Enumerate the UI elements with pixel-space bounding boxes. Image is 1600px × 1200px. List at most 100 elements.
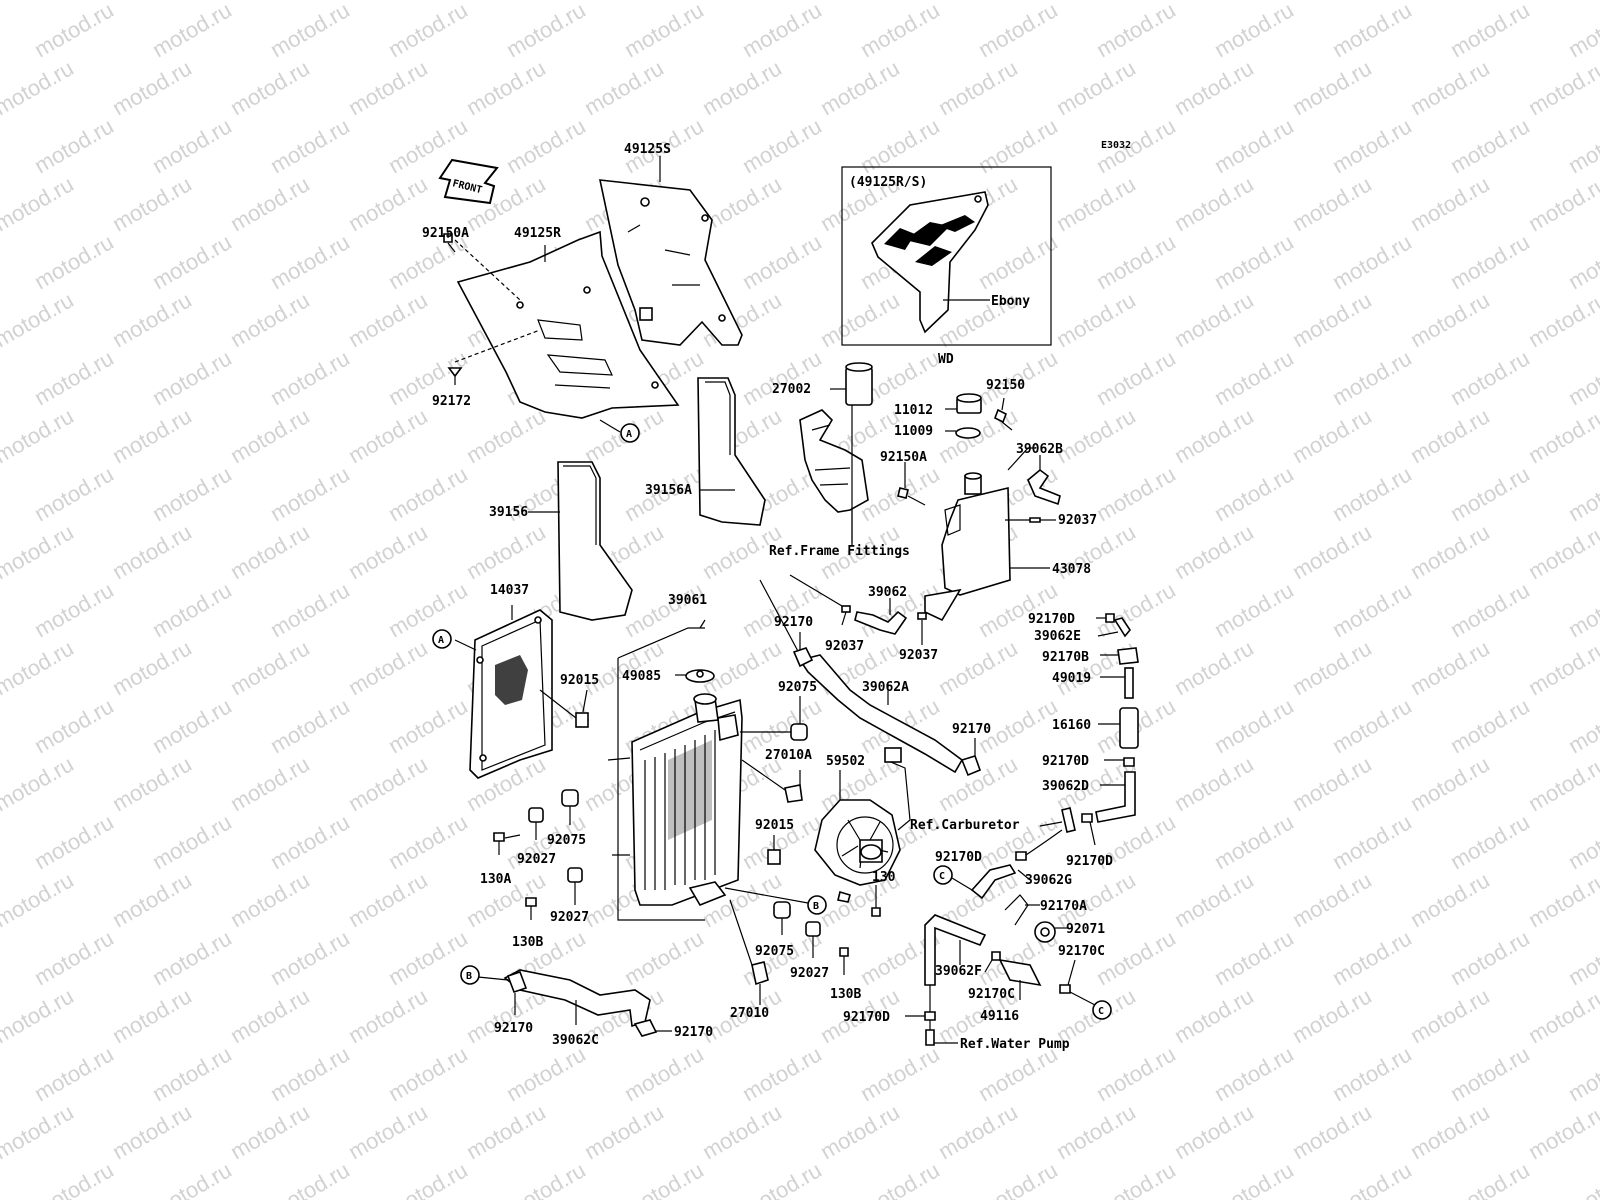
watermark-text: motod.ru [1406,519,1494,584]
tube-39062d [1095,771,1136,823]
watermark-text: motod.ru [266,1041,354,1106]
watermark-text: motod.ru [30,1041,118,1106]
watermark-text: motod.ru [1052,171,1140,236]
watermark-text: motod.ru [1524,403,1600,468]
watermark-text: motod.ru [226,403,314,468]
clamp-92170d-mid [1104,757,1135,767]
watermark-text: motod.ru [30,693,118,758]
clamp-92037-mid-1 [789,574,851,626]
watermark-text: motod.ru [0,287,78,352]
inset-title: (49125R/S) [849,175,927,190]
watermark-text: motod.ru [1446,0,1534,62]
watermark-text: motod.ru [934,635,1022,700]
radiator-cap-49085 [675,669,715,683]
watermark-text: motod.ru [226,519,314,584]
watermark-text: motod.ru [1092,0,1180,62]
watermark-text: motod.ru [344,983,432,1048]
label-92170-mid: 92170 [952,722,991,737]
watermark-text: motod.ru [30,113,118,178]
watermark-text: motod.ru [1406,867,1494,932]
label-92015-top: 92015 [560,673,599,688]
watermark-text: motod.ru [226,287,314,352]
watermark-text: motod.ru [1446,113,1534,178]
watermark-text: motod.ru [1564,345,1600,410]
watermark-text: motod.ru [0,55,78,120]
watermark-text: motod.ru [1210,809,1298,874]
watermark-text: motod.ru [30,1157,118,1200]
watermark-text: motod.ru [856,113,944,178]
watermark-text: motod.ru [1170,635,1258,700]
watermark-text: motod.ru [1288,287,1376,352]
watermark-text: motod.ru [1564,113,1600,178]
watermark-text: motod.ru [934,55,1022,120]
hose-39062b [1007,447,1061,506]
bolt-130a [493,832,521,855]
valve-49019 [1100,667,1134,699]
watermark-text: motod.ru [1524,983,1600,1048]
watermark-text: motod.ru [226,55,314,120]
watermark-text: motod.ru [974,1157,1062,1200]
watermark-text: motod.ru [1092,925,1180,990]
label-92027-mid: 92027 [550,910,589,925]
watermark-text: motod.ru [1328,577,1416,642]
watermark-text: motod.ru [1406,0,1494,4]
clamp-92170-lower-left [506,970,528,1015]
watermark-text: motod.ru [1210,1157,1298,1200]
clamp-92170a [1004,894,1040,926]
watermark-text: motod.ru [738,1157,826,1200]
watermark-text: motod.ru [1170,519,1258,584]
bolt-92150a-left [443,232,456,253]
watermark-text: motod.ru [1406,635,1494,700]
watermark-text: motod.ru [934,1099,1022,1164]
watermark-text: motod.ru [738,345,826,410]
watermark-text: motod.ru [1328,925,1416,990]
watermark-text: motod.ru [698,55,786,120]
filter-16160 [1098,707,1139,749]
label-130b-left: 130B [512,935,543,950]
label-92170a: 92170A [1040,899,1087,914]
watermark-text: motod.ru [1052,0,1140,4]
watermark-text: motod.ru [1170,867,1258,932]
watermark-text: motod.ru [698,635,786,700]
watermark-text: motod.ru [1406,287,1494,352]
panel-39156a [697,377,766,526]
watermark-text: motod.ru [1564,809,1600,874]
watermark-text: motod.ru [502,1157,590,1200]
watermark-text: motod.ru [1092,1157,1180,1200]
ref-water-pump: Ref.Water Pump [960,1037,1070,1052]
watermark-text: motod.ru [1288,403,1376,468]
watermark-text: motod.ru [1328,229,1416,294]
watermark-text: motod.ru [1446,809,1534,874]
label-92075-lower: 92075 [755,944,794,959]
collar-92027-left [528,807,544,840]
hose-39062 [854,598,908,635]
watermark-text: motod.ru [1328,1041,1416,1106]
ref-water-pump-fitting [925,1020,958,1046]
watermark-text: motod.ru [148,0,236,62]
watermark-text: motod.ru [934,0,1022,4]
watermark-text: motod.ru [1524,1099,1600,1164]
watermark-text: motod.ru [1564,0,1600,62]
label-92150: 92150 [986,378,1025,393]
watermark-text: motod.ru [0,983,78,1048]
watermark-text: motod.ru [384,577,472,642]
grommet-92075-upper [740,696,808,741]
ref-frame-fittings: Ref.Frame Fittings [769,544,910,559]
shroud-49125s [598,156,743,346]
watermark-text: motod.ru [226,171,314,236]
watermark-text: motod.ru [1446,1157,1534,1200]
watermark-text: motod.ru [580,635,668,700]
watermark-text: motod.ru [620,0,708,62]
clamp-92037-mid-2 [917,612,927,645]
label-92075-upper: 92075 [778,680,817,695]
watermark-text: motod.ru [0,403,78,468]
watermark-text: motod.ru [1406,171,1494,236]
watermark-text: motod.ru [1564,1041,1600,1106]
watermark-text: motod.ru [462,55,550,120]
watermark-text: motod.ru [1170,0,1258,4]
watermark-text: motod.ru [384,693,472,758]
watermark-text: motod.ru [1446,461,1534,526]
watermark-text: motod.ru [108,1099,196,1164]
label-27002: 27002 [772,382,811,397]
watermark-text: motod.ru [148,1041,236,1106]
